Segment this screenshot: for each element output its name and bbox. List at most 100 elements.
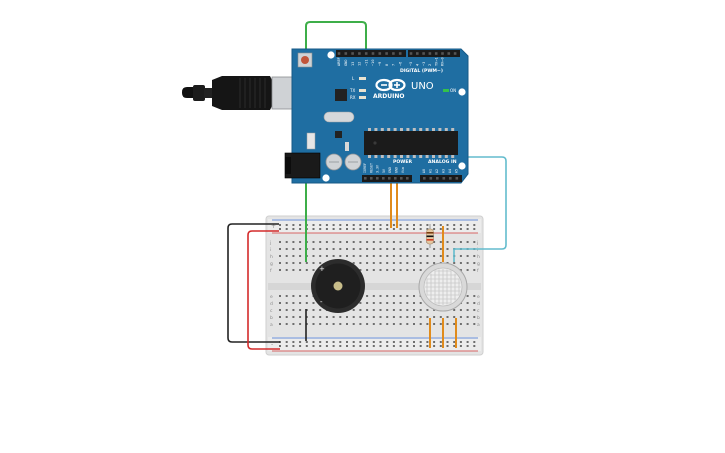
breadboard-hole[interactable] (473, 262, 476, 264)
breadboard-hole[interactable] (359, 241, 362, 243)
breadboard-hole[interactable] (325, 316, 328, 318)
breadboard-hole[interactable] (466, 262, 469, 264)
breadboard-hole[interactable] (453, 262, 456, 264)
breadboard-hole[interactable] (446, 255, 449, 257)
breadboard-hole[interactable] (419, 302, 422, 304)
breadboard-hole[interactable] (419, 255, 422, 257)
breadboard-hole[interactable] (379, 248, 382, 250)
breadboard-hole[interactable] (279, 323, 281, 325)
breadboard-hole[interactable] (366, 255, 369, 257)
breadboard-hole[interactable] (406, 295, 409, 297)
breadboard-hole[interactable] (392, 345, 395, 347)
breadboard-hole[interactable] (419, 323, 422, 325)
breadboard-hole[interactable] (386, 241, 389, 243)
breadboard-hole[interactable] (279, 316, 281, 318)
breadboard-hole[interactable] (413, 224, 415, 226)
breadboard-hole[interactable] (439, 228, 442, 230)
breadboard-hole[interactable] (453, 241, 456, 243)
breadboard-hole[interactable] (426, 248, 429, 250)
breadboard-hole[interactable] (413, 228, 415, 230)
breadboard-hole[interactable] (399, 262, 402, 264)
breadboard-hole[interactable] (319, 241, 322, 243)
breadboard-hole[interactable] (366, 241, 369, 243)
breadboard-hole[interactable] (399, 224, 402, 226)
breadboard-hole[interactable] (473, 341, 476, 343)
breadboard-hole[interactable] (312, 241, 315, 243)
breadboard-hole[interactable] (466, 228, 469, 230)
breadboard-hole[interactable] (392, 269, 395, 271)
breadboard-hole[interactable] (392, 323, 395, 325)
breadboard-hole[interactable] (372, 316, 375, 318)
breadboard-hole[interactable] (459, 269, 462, 271)
breadboard-hole[interactable] (299, 316, 302, 318)
breadboard-hole[interactable] (473, 241, 476, 243)
breadboard-hole[interactable] (439, 316, 442, 318)
breadboard-hole[interactable] (413, 269, 415, 271)
breadboard-hole[interactable] (459, 262, 462, 264)
analog-pin-hole[interactable] (436, 177, 439, 180)
breadboard-hole[interactable] (453, 341, 456, 343)
buzzer-icon[interactable]: + - (311, 259, 365, 313)
wire-black-rail[interactable] (227, 223, 280, 343)
power-header[interactable] (362, 175, 412, 182)
digital-header-right[interactable] (408, 50, 460, 57)
breadboard-hole[interactable] (285, 255, 288, 257)
breadboard-hole[interactable] (332, 345, 335, 347)
breadboard-hole[interactable] (279, 248, 281, 250)
breadboard-hole[interactable] (292, 228, 295, 230)
breadboard-hole[interactable] (332, 228, 335, 230)
breadboard-hole[interactable] (325, 224, 328, 226)
breadboard-hole[interactable] (279, 345, 281, 347)
breadboard-hole[interactable] (299, 262, 302, 264)
resistor-icon[interactable] (426, 224, 434, 248)
digital-pin-hole[interactable] (409, 52, 413, 55)
breadboard-hole[interactable] (419, 269, 422, 271)
breadboard-hole[interactable] (392, 262, 395, 264)
breadboard-hole[interactable] (433, 255, 436, 257)
breadboard-hole[interactable] (406, 255, 409, 257)
breadboard-hole[interactable] (399, 295, 402, 297)
breadboard-hole[interactable] (279, 228, 281, 230)
breadboard-hole[interactable] (319, 262, 322, 264)
breadboard-hole[interactable] (399, 316, 402, 318)
breadboard-hole[interactable] (292, 309, 295, 311)
breadboard-hole[interactable] (339, 224, 342, 226)
breadboard-hole[interactable] (392, 295, 395, 297)
digital-pin-hole[interactable] (371, 52, 375, 55)
breadboard-hole[interactable] (399, 228, 402, 230)
breadboard-hole[interactable] (419, 341, 422, 343)
breadboard-hole[interactable] (473, 228, 476, 230)
breadboard-hole[interactable] (359, 255, 362, 257)
breadboard-hole[interactable] (413, 255, 415, 257)
breadboard-hole[interactable] (439, 224, 442, 226)
breadboard-hole[interactable] (379, 228, 382, 230)
power-pin-hole[interactable] (364, 177, 367, 180)
digital-pin-hole[interactable] (378, 52, 382, 55)
breadboard-hole[interactable] (292, 323, 295, 325)
breadboard-hole[interactable] (352, 248, 355, 250)
breadboard-hole[interactable] (352, 224, 355, 226)
breadboard-hole[interactable] (312, 309, 315, 311)
digital-pin-hole[interactable] (337, 52, 341, 55)
breadboard-hole[interactable] (299, 224, 302, 226)
breadboard-hole[interactable] (419, 228, 422, 230)
breadboard-hole[interactable] (279, 302, 281, 304)
breadboard-hole[interactable] (299, 309, 302, 311)
breadboard-hole[interactable] (473, 345, 476, 347)
breadboard-hole[interactable] (413, 341, 415, 343)
breadboard-hole[interactable] (473, 295, 476, 297)
breadboard-hole[interactable] (305, 295, 308, 297)
breadboard-hole[interactable] (372, 345, 375, 347)
breadboard-hole[interactable] (406, 316, 409, 318)
digital-pin-hole[interactable] (416, 52, 419, 55)
breadboard-hole[interactable] (419, 262, 422, 264)
breadboard-hole[interactable] (346, 341, 348, 343)
breadboard-hole[interactable] (379, 323, 382, 325)
breadboard-hole[interactable] (319, 316, 322, 318)
breadboard-hole[interactable] (312, 323, 315, 325)
breadboard-hole[interactable] (279, 224, 281, 226)
breadboard-hole[interactable] (305, 302, 308, 304)
analog-pin-hole[interactable] (455, 177, 459, 180)
breadboard-hole[interactable] (339, 228, 342, 230)
gas-sensor-icon[interactable] (418, 262, 468, 312)
